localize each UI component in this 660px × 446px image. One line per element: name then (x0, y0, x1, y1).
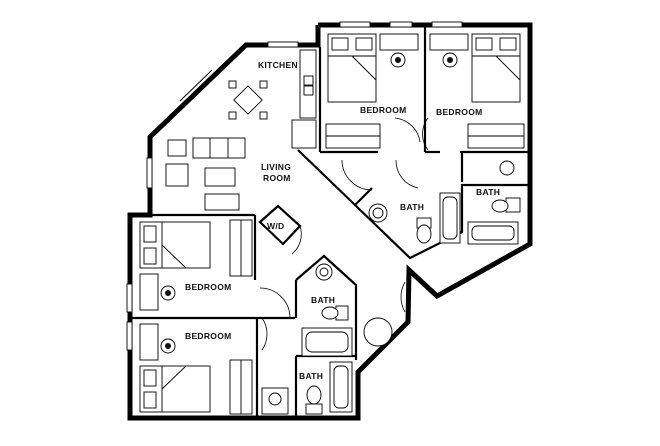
desk-icon (379, 33, 419, 51)
kitchen: KITCHEN (228, 49, 321, 149)
desk-icon (139, 323, 159, 361)
bath-b: BATH (467, 160, 521, 245)
room-label-bath-a: BATH (400, 202, 424, 212)
wd-closet: W/D (267, 221, 302, 255)
room-label-living-2: ROOM (263, 173, 291, 183)
sink-icon (261, 387, 289, 415)
bed-icon (139, 221, 211, 269)
bedroom-a: BEDROOM (325, 33, 421, 149)
bed-icon (471, 33, 521, 103)
room-label-bedroom-a: BEDROOM (360, 105, 407, 115)
room-label-wd: W/D (267, 221, 284, 231)
bedroom-c: BEDROOM (139, 219, 291, 319)
bedroom-b: BEDROOM (422, 33, 525, 151)
toilet-icon (305, 403, 323, 415)
room-label-bedroom-d: BEDROOM (185, 331, 232, 341)
desk-icon (139, 273, 159, 311)
round-table-icon (363, 317, 393, 347)
sofa-icon (192, 137, 246, 159)
bath-c: BATH (301, 263, 406, 357)
armchair-icon (165, 163, 189, 187)
door-arc-icon (291, 225, 302, 255)
living-room: LIVING ROOM (165, 137, 291, 211)
door-arc-icon (261, 317, 268, 351)
side-table-icon (167, 139, 187, 157)
exterior-walls (127, 22, 533, 421)
sink-icon (303, 75, 314, 86)
room-label-kitchen: KITCHEN (258, 60, 298, 70)
desk-chair-icon (442, 52, 458, 68)
room-label-bath-d: BATH (299, 371, 323, 381)
desk-icon (429, 33, 469, 51)
sink-icon (499, 160, 515, 176)
bedroom-d: BEDROOM (139, 317, 268, 415)
door-arc-icon (395, 159, 419, 189)
bed-icon (327, 33, 377, 103)
door-arc-icon (394, 117, 421, 143)
door-arc-icon (400, 281, 406, 313)
room-label-living-1: LIVING (261, 162, 291, 172)
coffee-table-icon (204, 167, 236, 187)
room-label-bedroom-c: BEDROOM (185, 282, 232, 292)
door-arc-icon (422, 117, 429, 151)
dining-table-icon (228, 80, 268, 120)
room-label-bath-b: BATH (476, 187, 500, 197)
room-label-bath-c: BATH (311, 295, 335, 305)
bath-d: BATH (261, 361, 353, 415)
desk-chair-icon (160, 285, 176, 301)
room-label-bedroom-b: BEDROOM (436, 107, 483, 117)
refrigerator-icon (291, 119, 317, 149)
desk-chair-icon (390, 52, 406, 68)
door-arc-icon (341, 159, 373, 191)
tv-console-icon (204, 193, 240, 211)
door-arc-icon (259, 287, 291, 319)
desk-chair-icon (160, 338, 176, 354)
bath-a: BATH (341, 159, 461, 244)
windows (126, 21, 463, 351)
bed-icon (139, 365, 211, 413)
